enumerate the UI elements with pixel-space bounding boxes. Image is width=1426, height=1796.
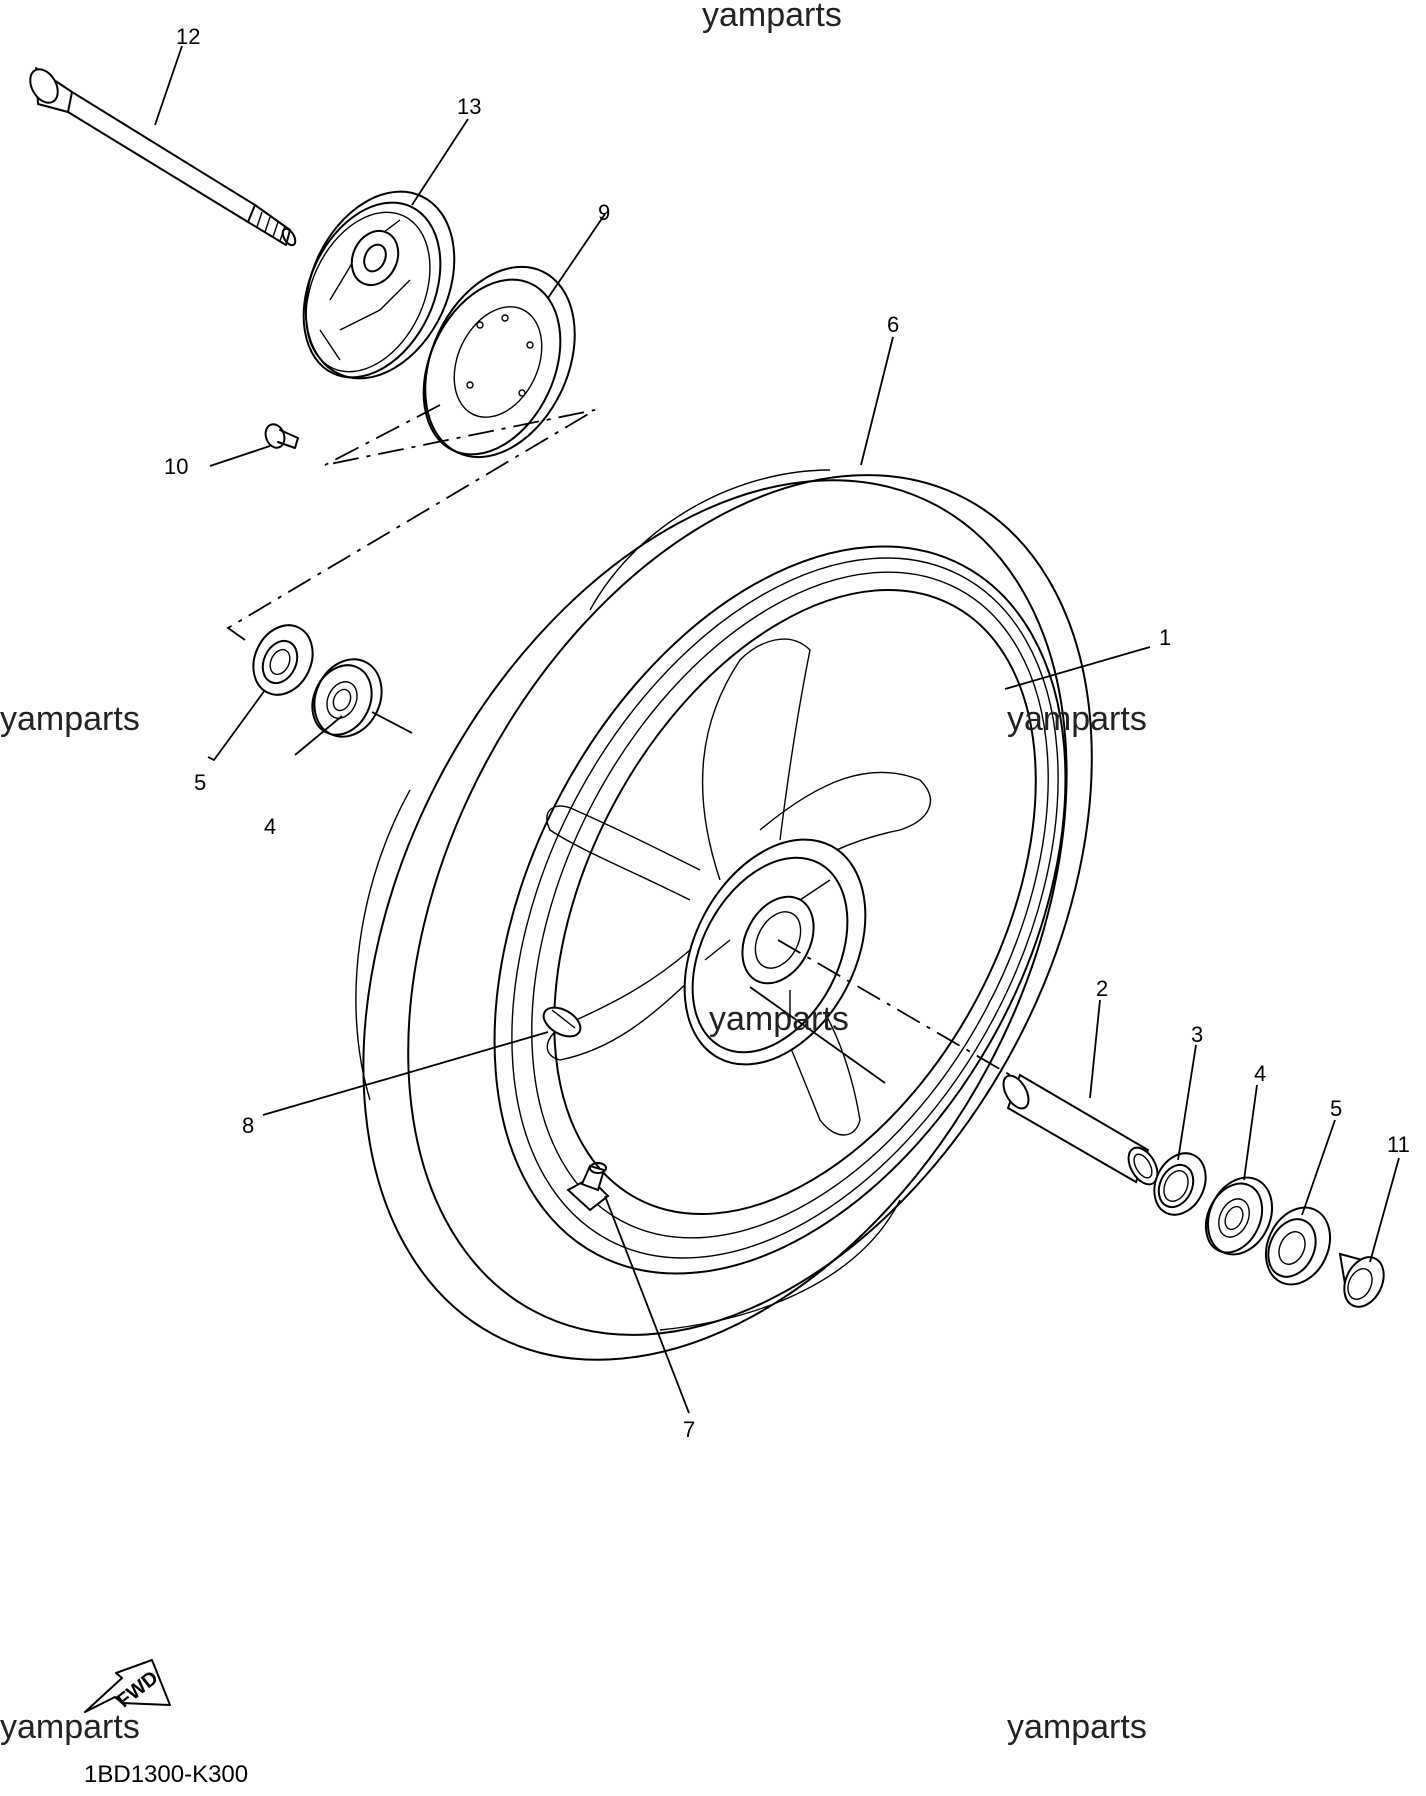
collar-part[interactable]	[277, 167, 483, 402]
wheel-rim-part[interactable]	[378, 449, 1182, 1371]
watermark-left-middle: yamparts	[0, 700, 140, 738]
bearing-left-part[interactable]	[301, 648, 393, 748]
callout-4-left: 4	[264, 814, 276, 839]
callout-9: 9	[598, 200, 610, 225]
callout-2: 2	[1096, 976, 1108, 1001]
balance-weight-part[interactable]	[539, 1002, 586, 1043]
forward-direction-arrow: FWD	[84, 1659, 171, 1713]
axle-part[interactable]	[25, 64, 298, 247]
watermark-bottom-right: yamparts	[1007, 1708, 1147, 1746]
bolt-part[interactable]	[262, 422, 299, 451]
callout-3: 3	[1191, 1022, 1203, 1047]
wheel-hub	[683, 838, 867, 1066]
callout-4-right: 4	[1254, 1061, 1266, 1086]
tire-valve-part[interactable]	[566, 1162, 610, 1212]
diagram-code: 1BD1300-K300	[84, 1761, 248, 1788]
callout-11: 11	[1387, 1132, 1410, 1157]
watermark-right-middle: yamparts	[1007, 700, 1147, 738]
watermark-bottom-left: yamparts	[0, 1708, 140, 1746]
oil-seal-right-part[interactable]	[1145, 1145, 1216, 1223]
callout-6: 6	[887, 312, 899, 337]
watermark-top: yamparts	[702, 0, 842, 34]
fwd-label: FWD	[113, 1667, 162, 1712]
oil-seal-right-outer-part[interactable]	[1254, 1197, 1342, 1295]
callout-8: 8	[242, 1113, 254, 1138]
callout-13: 13	[457, 94, 481, 119]
oil-seal-left-part[interactable]	[242, 616, 323, 705]
callout-12: 12	[176, 24, 200, 49]
spacer-part[interactable]	[998, 1071, 1163, 1189]
watermark-center: yamparts	[709, 1000, 849, 1038]
callout-10: 10	[164, 454, 188, 479]
callout-7: 7	[683, 1417, 695, 1442]
callout-1: 1	[1159, 625, 1171, 650]
bearing-right-part[interactable]	[1195, 1167, 1284, 1265]
callout-5-right: 5	[1330, 1096, 1342, 1121]
collar-right-part[interactable]	[1337, 1251, 1392, 1313]
brake-disc-part[interactable]	[396, 243, 604, 482]
callout-5-left: 5	[194, 770, 206, 795]
